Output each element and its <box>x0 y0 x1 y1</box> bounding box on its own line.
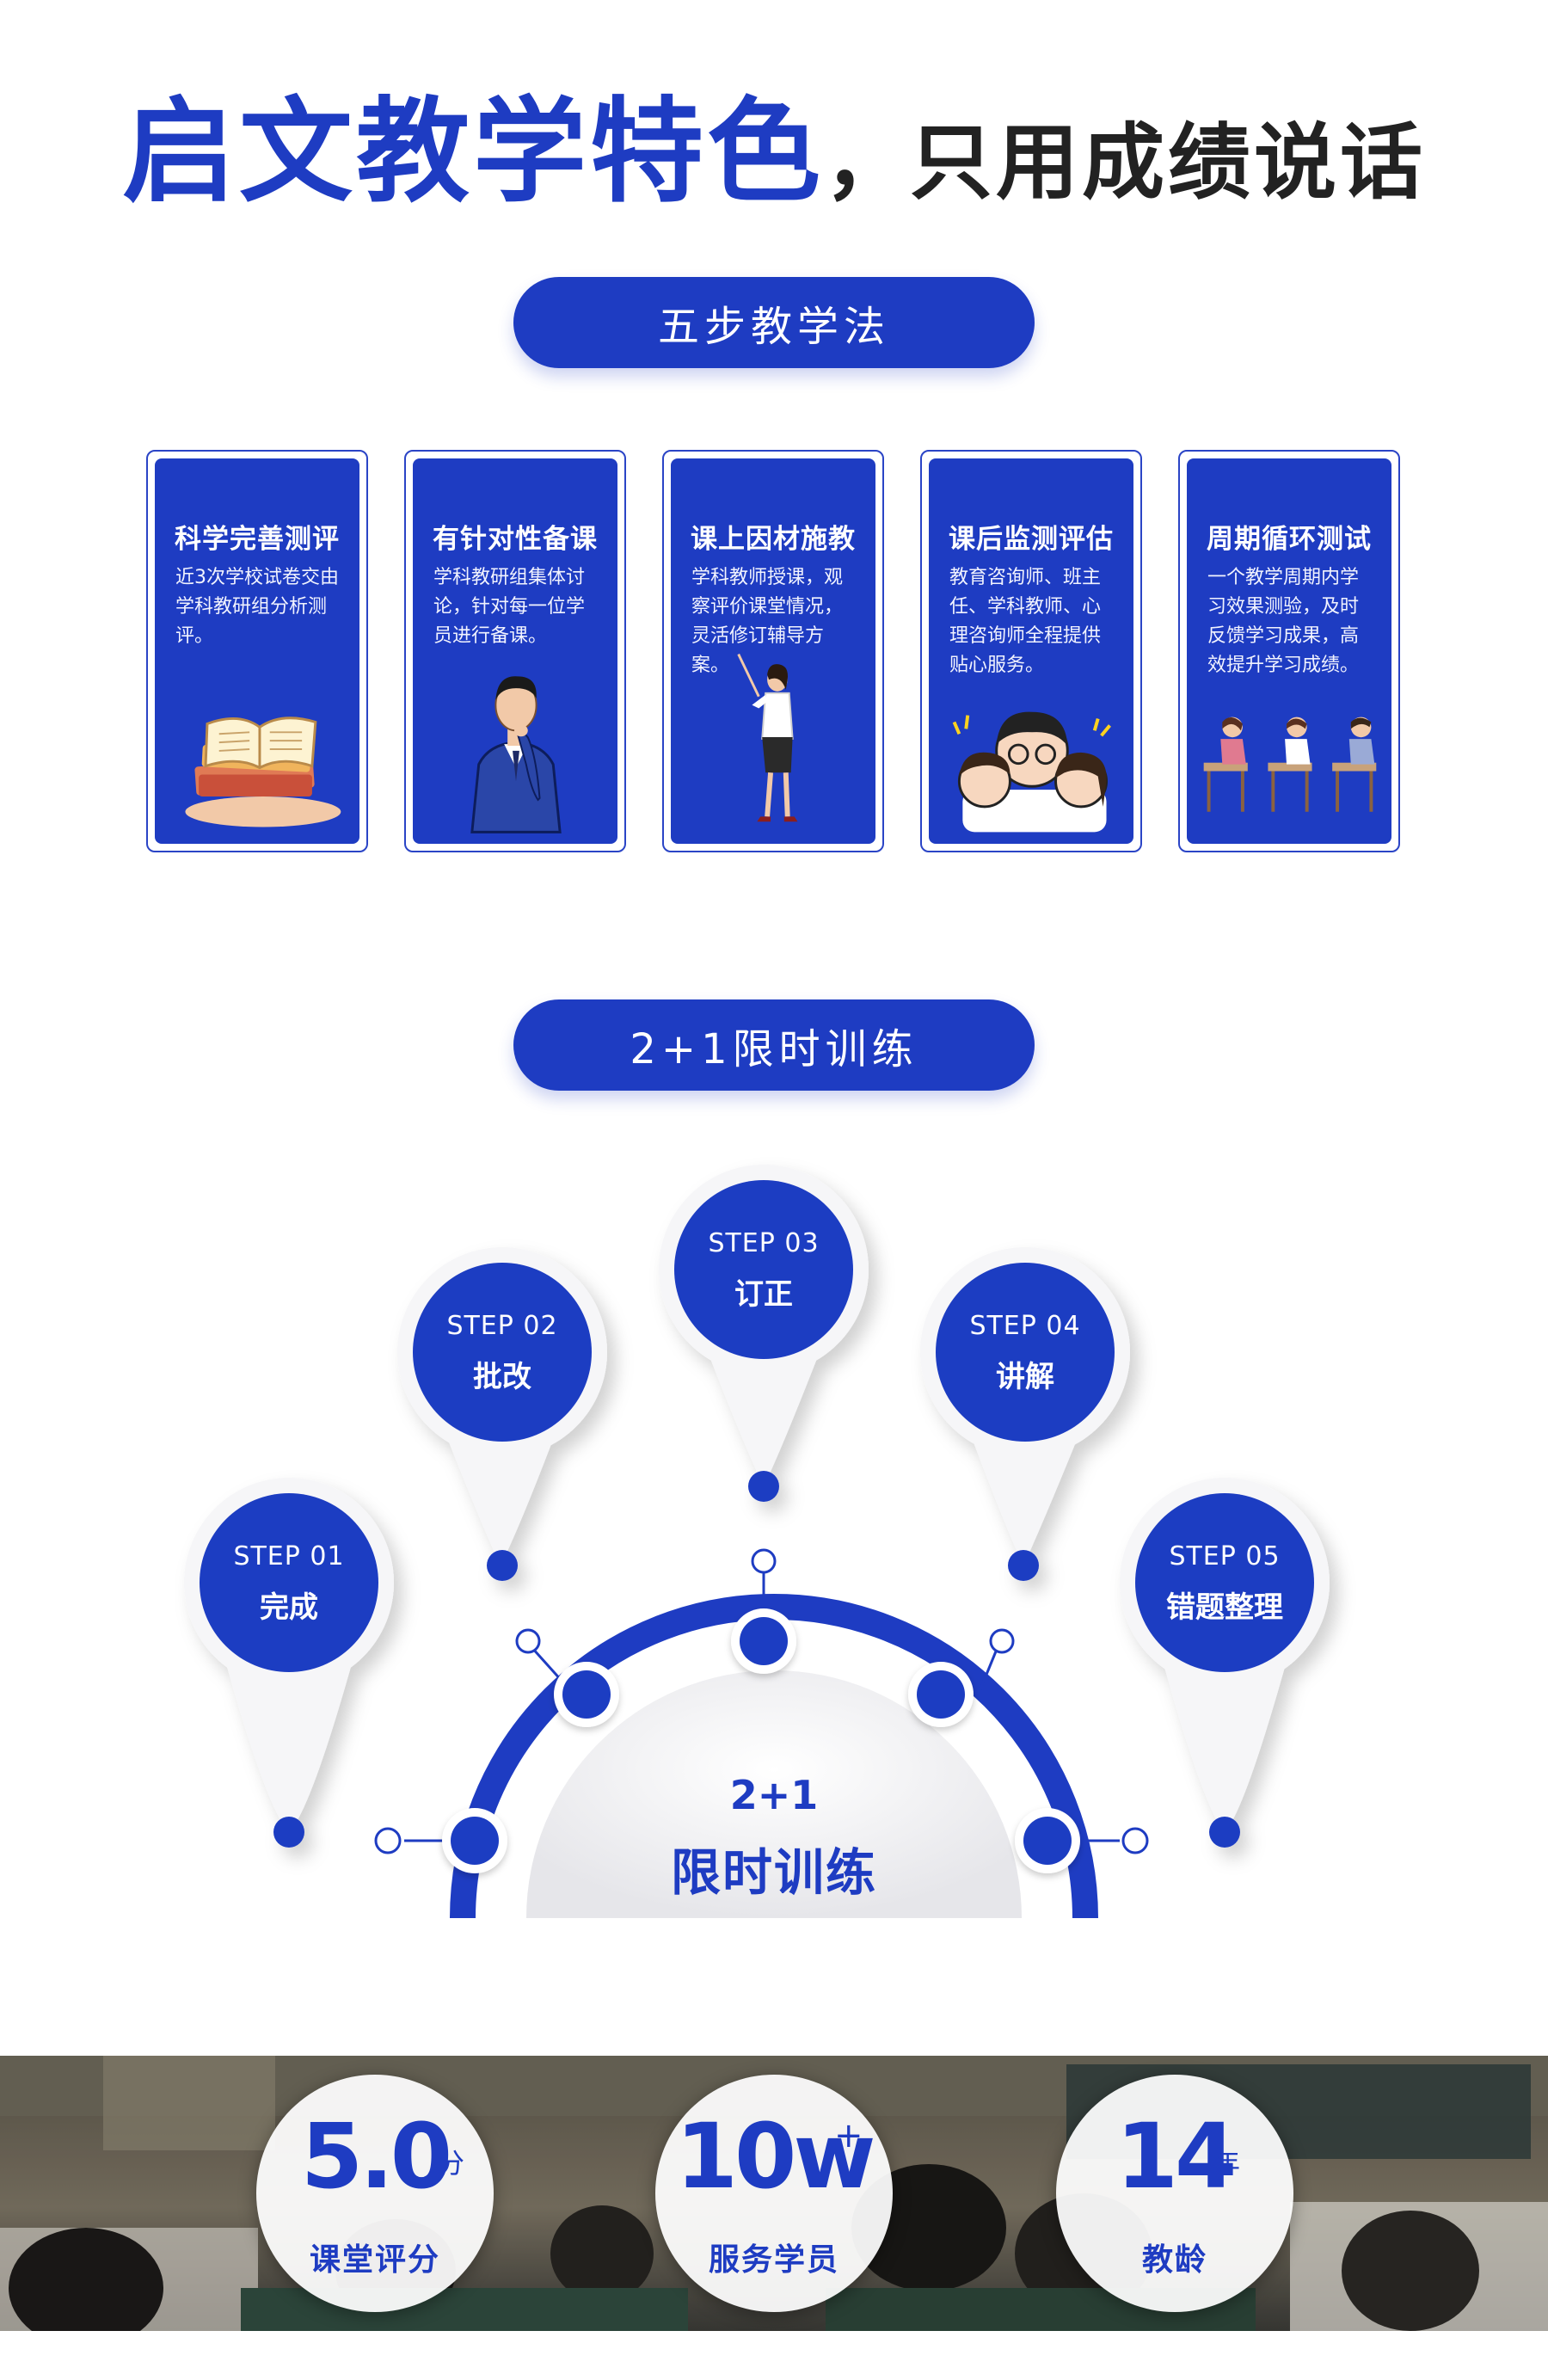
stat-years: 14 年 教龄 <box>1056 2075 1293 2312</box>
card-title: 课后监测评估 <box>949 524 1114 555</box>
card-lesson-prep: 有针对性备课 学科教研组集体讨论，针对每一位学员进行备课。 <box>404 450 626 852</box>
books-icon <box>185 716 341 827</box>
stat-unit: + <box>834 2116 863 2156</box>
stat-rating: 5.0 分 课堂评分 <box>256 2075 494 2312</box>
five-step-cards: 科学完善测评 近3次学校试卷交由学科教研组分析测评。 有针对性备课 学科教研组集… <box>146 450 1402 854</box>
stat-label: 课堂评分 <box>309 2242 440 2278</box>
step-name: 错题整理 <box>1166 1590 1283 1625</box>
arc-nodes <box>442 1608 1080 1873</box>
headline-blue: 启文教学特色 <box>122 86 824 218</box>
step-05-label: STEP 05 错题整理 <box>1121 1541 1328 1626</box>
card-title: 科学完善测评 <box>175 524 340 555</box>
step-04-label: STEP 04 讲解 <box>922 1311 1128 1395</box>
stat-unit: 年 <box>1213 2147 1241 2180</box>
connectors <box>374 1548 1149 1854</box>
step-03-label: STEP 03 订正 <box>660 1228 867 1313</box>
stats-band: 5.0 分 课堂评分 10w + 服务学员 14 年 教龄 <box>0 2056 1548 2331</box>
card-title: 周期循环测试 <box>1207 524 1372 555</box>
step-name: 批改 <box>473 1360 531 1394</box>
card-title: 课上因材施教 <box>691 524 856 555</box>
step-num: STEP 04 <box>969 1311 1081 1341</box>
blue-arc <box>450 1594 1098 1919</box>
step-num: STEP 03 <box>708 1228 820 1258</box>
step-name: 完成 <box>260 1590 318 1625</box>
teacher-pointer-icon <box>737 653 798 822</box>
step-name: 订正 <box>734 1277 793 1312</box>
center-line2: 限时训练 <box>670 1843 877 1902</box>
card-desc: 学科教师授课，观察评价课堂情况，灵活修订辅导方案。 <box>691 567 844 676</box>
pin-step-02 <box>397 1247 607 1581</box>
step-02-label: STEP 02 批改 <box>399 1311 605 1395</box>
training-pill: 2+1限时训练 <box>513 999 1035 1091</box>
headline-dark: 只用成绩说话 <box>910 114 1426 211</box>
pin-step-01 <box>184 1478 394 1848</box>
step-num: STEP 01 <box>233 1541 345 1571</box>
pin-step-05 <box>1120 1478 1330 1848</box>
stat-label: 教龄 <box>1141 2242 1207 2278</box>
stat-students: 10w + 服务学员 <box>655 2075 893 2312</box>
teacher-thinking-icon <box>470 676 562 833</box>
kids-group-icon <box>952 711 1111 833</box>
pin-step-03 <box>659 1165 869 1502</box>
step-num: STEP 05 <box>1169 1541 1281 1571</box>
steps-graphic <box>184 1165 1330 1919</box>
headline-comma: ， <box>824 111 910 212</box>
stat-label: 服务学员 <box>708 2242 839 2278</box>
card-desc: 一个教学周期内学习效果测验，及时反馈学习成果，高效提升学习成绩。 <box>1207 567 1360 676</box>
center-line1: 2+1 <box>729 1772 819 1818</box>
card-title: 有针对性备课 <box>433 524 598 555</box>
card-desc: 学科教研组集体讨论，针对每一位学员进行备课。 <box>433 567 586 647</box>
hub-semicircle <box>526 1670 1022 1918</box>
pin-step-04 <box>920 1247 1130 1581</box>
stat-value: 10w <box>675 2104 876 2209</box>
five-step-pill: 五步教学法 <box>513 277 1035 368</box>
step-num: STEP 02 <box>446 1311 558 1341</box>
students-desks-icon <box>1203 716 1377 812</box>
card-cycle-test: 周期循环测试 一个教学周期内学习效果测验，及时反馈学习成果，高效提升学习成绩。 <box>1178 450 1400 852</box>
step-01-label: STEP 01 完成 <box>186 1541 392 1626</box>
stat-unit: 分 <box>437 2147 465 2180</box>
headline: 启文教学特色，只用成绩说话 <box>0 60 1548 224</box>
card-desc: 教育咨询师、班主任、学科教师、心理咨询师全程提供贴心服务。 <box>949 567 1102 676</box>
card-teaching: 课上因材施教 学科教师授课，观察评价课堂情况，灵活修订辅导方案。 <box>662 450 884 852</box>
card-evaluation: 课后监测评估 教育咨询师、班主任、学科教师、心理咨询师全程提供贴心服务。 <box>920 450 1142 852</box>
card-desc: 近3次学校试卷交由学科教研组分析测评。 <box>175 567 339 647</box>
card-assessment: 科学完善测评 近3次学校试卷交由学科教研组分析测评。 <box>146 450 368 852</box>
stat-value: 5.0 <box>300 2104 452 2209</box>
stat-value: 14 <box>1115 2104 1238 2209</box>
step-name: 讲解 <box>996 1360 1054 1394</box>
training-steps-diagram: STEP 01 完成 STEP 02 批改 STEP 03 订正 STEP 04… <box>0 1153 1548 1944</box>
